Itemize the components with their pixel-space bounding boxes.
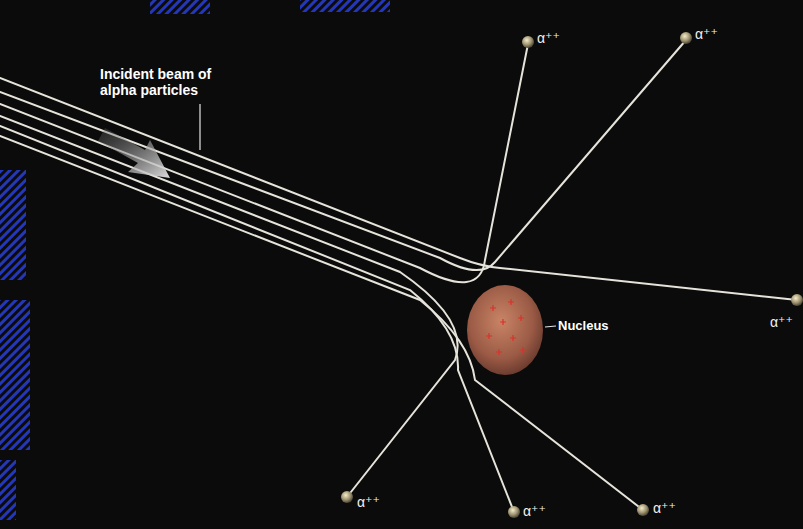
particle-label: α⁺⁺	[653, 500, 676, 516]
nucleus-label: Nucleus	[558, 318, 609, 333]
watermark-stripes	[0, 0, 390, 520]
particle-label: α⁺⁺	[770, 314, 793, 330]
particle-label: α⁺⁺	[695, 26, 718, 42]
leader-lines	[200, 104, 556, 327]
beam-label: Incident beam of alpha particles	[100, 66, 225, 98]
nucleus-body	[467, 285, 543, 375]
particle-label: α⁺⁺	[537, 30, 560, 46]
particle-label: α⁺⁺	[357, 494, 380, 510]
particle-label: α⁺⁺	[523, 503, 546, 519]
beam-arrow	[98, 128, 170, 178]
alpha-trajectories	[0, 40, 797, 512]
alpha-particles	[341, 32, 803, 518]
